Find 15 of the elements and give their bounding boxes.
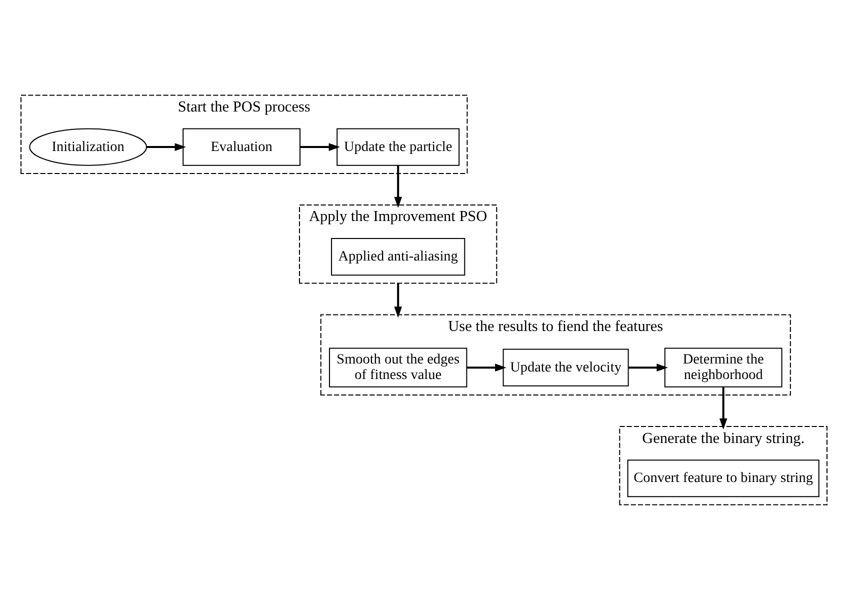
node-box: Update the velocity	[502, 348, 629, 386]
arrow	[394, 283, 402, 318]
arrow	[719, 387, 728, 430]
node-box: Convert feature to binary string	[627, 460, 820, 498]
arrow	[628, 364, 668, 372]
arrow	[300, 143, 340, 151]
node-box: Determine the neighborhood	[664, 348, 782, 388]
node-ellipse: Initialization	[29, 128, 148, 166]
arrow	[394, 165, 402, 208]
node-box: Update the particle	[336, 128, 460, 166]
node-box: Applied anti-aliasing	[331, 238, 466, 276]
arrow	[466, 364, 506, 372]
node-box: Smooth out the edges of fitness value	[328, 348, 468, 388]
node-box: Evaluation	[182, 128, 300, 166]
arrow	[146, 143, 186, 151]
